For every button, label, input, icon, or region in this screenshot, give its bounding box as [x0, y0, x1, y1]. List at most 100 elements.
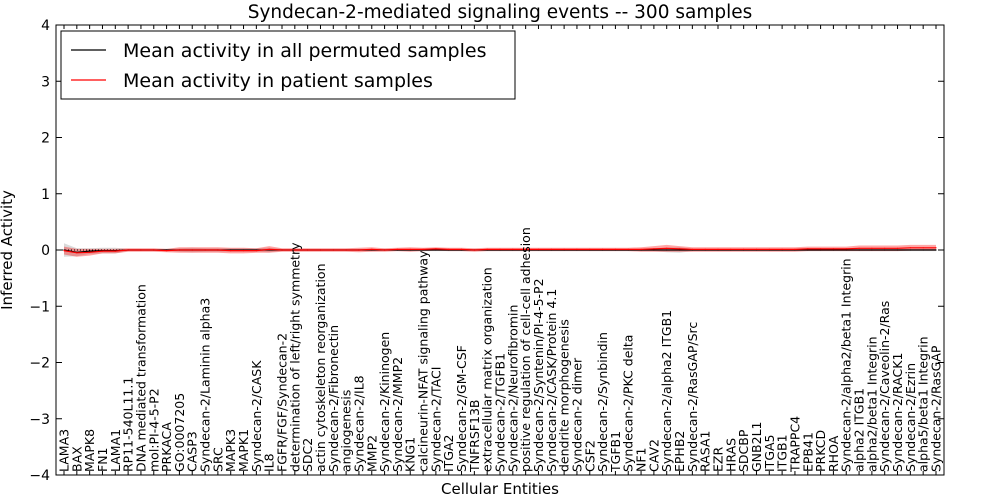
data-point	[576, 248, 578, 250]
data-point	[319, 249, 322, 251]
x-tick-label: Syndecan-2/alpha2/beta1 Integrin	[839, 258, 854, 472]
x-tick-label: TNFRSF13B	[467, 400, 482, 473]
data-point	[653, 249, 655, 251]
x-tick-label: Syndecan-2/Neurofibromin	[505, 305, 520, 472]
x-tick-label: Syndecan-2 dimer	[569, 357, 584, 472]
data-point	[730, 248, 732, 250]
x-tick-label: Syndecan-2/RasGAP	[929, 345, 944, 472]
data-point	[217, 249, 219, 251]
data-point	[589, 248, 591, 250]
x-tick-label: Syndecan-2/GM-CSF	[454, 345, 469, 472]
data-point	[255, 250, 257, 252]
x-tick-label: GNB2L1	[749, 422, 764, 472]
x-tick-label: SRC	[210, 447, 225, 472]
x-tick-label: Syndecan-2/RasGAP/Src	[685, 322, 700, 472]
data-point	[460, 248, 463, 250]
data-point	[89, 250, 91, 252]
data-point	[845, 249, 847, 251]
data-point	[896, 249, 899, 251]
data-point	[666, 247, 668, 249]
series-points-patient	[63, 247, 937, 254]
legend-label-patient: Mean activity in patient samples	[123, 70, 433, 92]
x-tick-label: mol:PI-4-5-P2	[146, 388, 161, 472]
x-tick-label: Syndecan-2/CASK/Protein 4.1	[544, 289, 559, 472]
data-point	[678, 248, 681, 250]
x-tick-label: GO:0007205	[172, 393, 187, 472]
y-tick-label: −1	[29, 299, 50, 315]
x-tick-label: FN1	[95, 448, 110, 473]
data-point	[294, 249, 296, 251]
data-point	[768, 248, 770, 250]
data-point	[820, 248, 822, 250]
data-point	[178, 249, 180, 251]
data-point	[614, 248, 617, 250]
y-tick-label: 0	[41, 243, 50, 259]
y-tick-label: 3	[41, 74, 50, 90]
legend-label-permuted: Mean activity in all permuted samples	[123, 40, 486, 62]
legend-box	[60, 30, 516, 100]
x-tick-label: Syndecan-2/TACI	[428, 367, 443, 472]
chart-title: Syndecan-2-mediated signaling events -- …	[248, 2, 753, 23]
data-point	[691, 248, 694, 250]
x-tick-label: MAPK3	[223, 429, 238, 472]
data-point	[191, 249, 193, 251]
ticks: −4−3−2−101234LAMA3BAXMAPK8FN1LAMA1RP11-5…	[29, 18, 944, 484]
data-point	[166, 250, 168, 252]
data-point	[384, 249, 386, 251]
data-point	[743, 248, 745, 250]
x-tick-label: NF1	[634, 448, 649, 473]
data-point	[281, 249, 283, 251]
y-tick-label: 2	[41, 131, 50, 147]
legend: Mean activity in all permuted samples Me…	[60, 30, 516, 100]
data-point	[832, 248, 835, 250]
data-point	[845, 248, 847, 250]
y-tick-label: −2	[29, 356, 50, 372]
data-point	[307, 249, 309, 251]
data-point	[871, 247, 873, 249]
data-point	[884, 247, 886, 249]
x-tick-label: Syndecan-2/Caveolin-2/Ras	[877, 301, 892, 472]
plot-area	[56, 243, 944, 257]
data-point	[858, 249, 860, 251]
data-point	[550, 248, 552, 250]
x-tick-label: Syndecan-2/CASK	[249, 360, 264, 472]
data-point	[858, 247, 860, 249]
x-tick-label: TGFB1	[608, 431, 623, 473]
y-axis-title: Inferred Activity	[0, 190, 16, 310]
x-tick-label: IL8	[262, 453, 277, 472]
data-point	[76, 252, 78, 254]
data-point	[807, 248, 809, 250]
data-point	[640, 248, 642, 250]
band-patient	[64, 244, 936, 257]
x-tick-label: CSF2	[582, 440, 597, 472]
data-point	[794, 248, 796, 250]
data-point	[358, 249, 360, 251]
x-tick-label: angiogenesis	[339, 390, 354, 472]
data-point	[704, 248, 706, 250]
data-point	[717, 248, 719, 250]
x-tick-label: EPB41	[800, 432, 815, 472]
x-tick-label: LAMA1	[108, 429, 123, 472]
x-tick-label: Syndecan-2/alpha2 ITGB1	[659, 310, 674, 472]
data-point	[268, 248, 270, 250]
data-point	[153, 249, 155, 251]
data-point	[922, 249, 924, 251]
data-point	[909, 249, 912, 251]
data-point	[448, 248, 450, 250]
data-point	[242, 250, 245, 252]
data-point	[922, 247, 924, 249]
x-tick-label: Syndecan-2/IL8	[351, 375, 366, 472]
y-tick-label: 4	[41, 18, 50, 34]
x-tick-label: Syndecan-2/Fibronectin	[326, 325, 341, 472]
x-tick-label: SDC2	[300, 438, 315, 472]
x-tick-label: CAV2	[646, 439, 661, 472]
x-tick-label: PRKCD	[813, 430, 828, 472]
x-tick-label: Syndecan-2/Laminin alpha3	[198, 298, 213, 472]
data-point	[627, 248, 629, 250]
data-point	[820, 249, 822, 251]
x-tick-label: EPHB2	[672, 431, 687, 472]
data-point	[396, 248, 398, 250]
x-tick-label: extracellular matrix organization	[480, 267, 495, 472]
x-tick-label: Syndecan-2/Kininogen	[377, 332, 392, 472]
x-tick-label: determination of left/right symmetry	[287, 242, 302, 472]
